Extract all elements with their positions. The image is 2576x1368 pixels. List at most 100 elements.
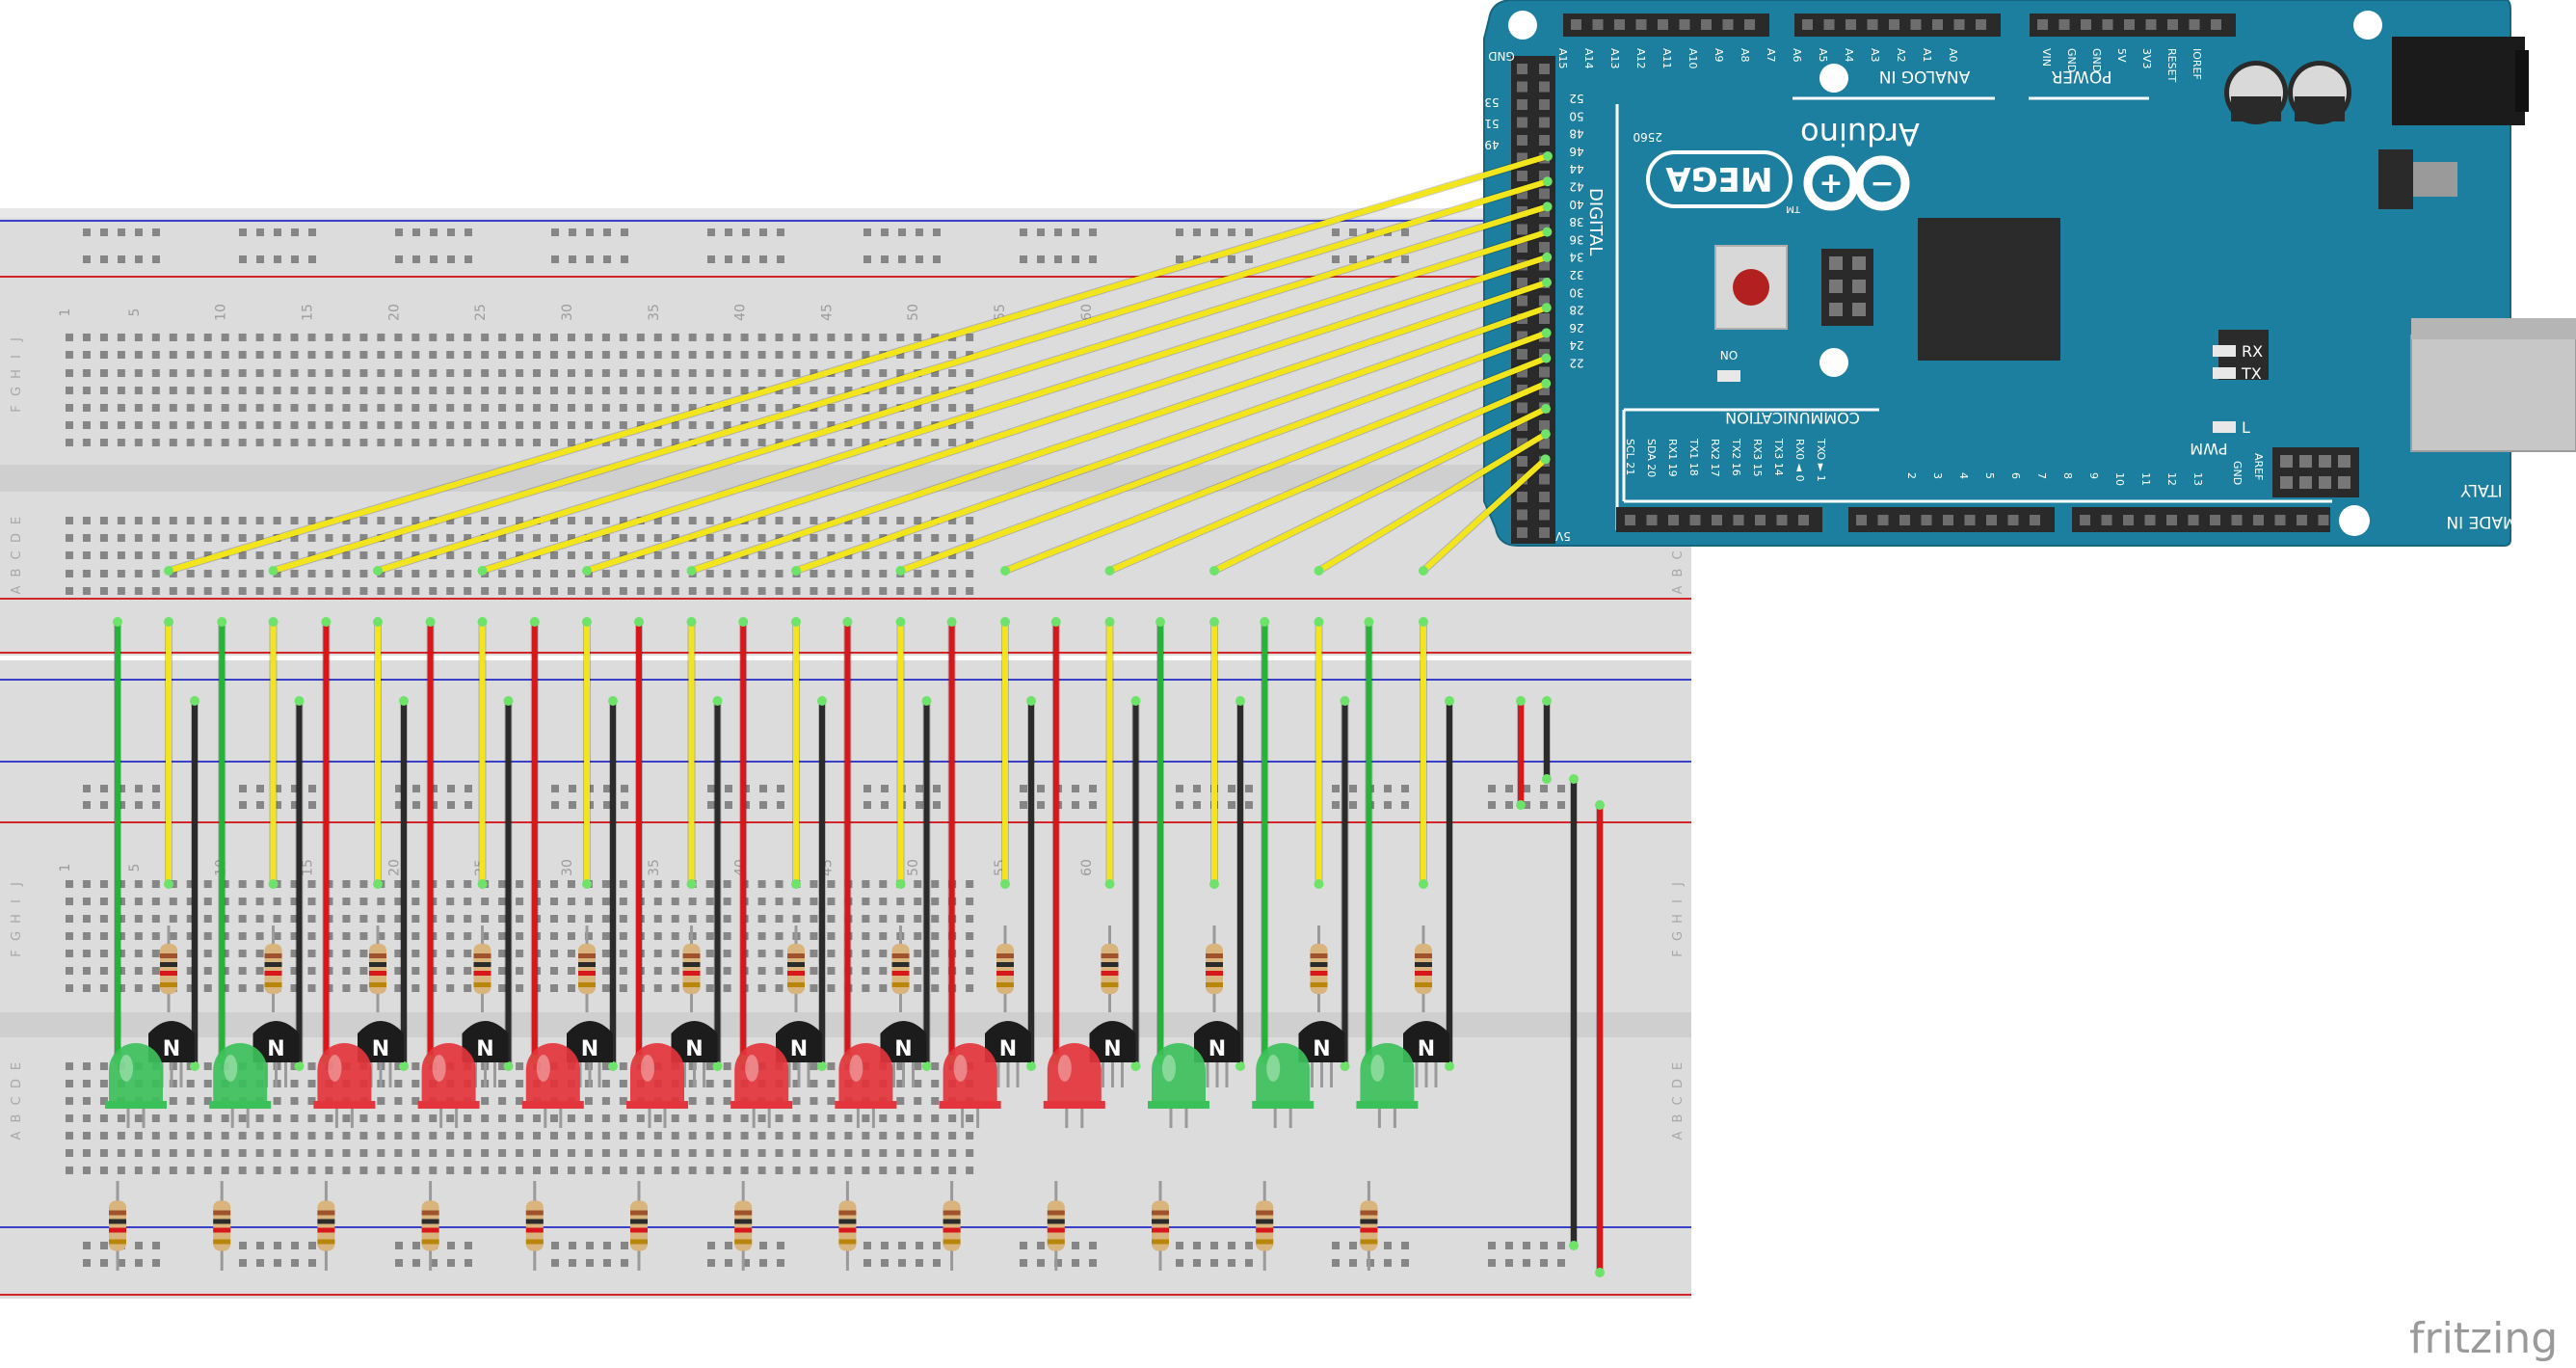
breadboard-hole bbox=[186, 950, 195, 957]
breadboard-hole bbox=[601, 932, 610, 940]
breadboard-hole bbox=[134, 587, 143, 595]
breadboard-hole bbox=[619, 915, 627, 923]
breadboard-hole bbox=[221, 984, 229, 992]
breadboard-hole bbox=[671, 915, 679, 923]
breadboard-hole bbox=[464, 1114, 472, 1122]
digital-pin-label: 38 bbox=[1569, 215, 1583, 228]
breadboard-hole bbox=[827, 404, 836, 412]
rail-hole bbox=[239, 801, 247, 809]
wire-end bbox=[294, 1061, 305, 1071]
rail-hole bbox=[933, 1242, 941, 1249]
breadboard-hole bbox=[705, 915, 714, 923]
breadboard-hole bbox=[255, 421, 264, 429]
wire-end bbox=[1209, 617, 1219, 627]
rail-hole bbox=[1245, 1259, 1253, 1267]
breadboard-hole bbox=[134, 880, 143, 888]
digital-pin-label: 26 bbox=[1569, 321, 1583, 335]
breadboard-hole bbox=[601, 369, 610, 377]
wire-end bbox=[817, 696, 827, 706]
header-pin bbox=[1910, 19, 1922, 30]
row-letter: B bbox=[1671, 569, 1686, 577]
signal-wire bbox=[897, 330, 1550, 574]
header-pin bbox=[1846, 19, 1856, 30]
rail-hole bbox=[1089, 801, 1097, 809]
breadboard-hole bbox=[255, 387, 264, 394]
wire-end bbox=[373, 617, 383, 627]
wire-end bbox=[399, 696, 409, 706]
breadboard-hole bbox=[99, 950, 108, 957]
breadboard-hole bbox=[723, 1097, 731, 1105]
breadboard-hole bbox=[117, 1114, 125, 1122]
breadboard-hole bbox=[601, 387, 610, 394]
rail-hole bbox=[447, 785, 455, 792]
breadboard-hole bbox=[99, 932, 108, 940]
breadboard-hole bbox=[99, 387, 108, 394]
breadboard-hole bbox=[203, 1149, 212, 1157]
rail-hole bbox=[586, 255, 594, 263]
rail-hole bbox=[256, 255, 264, 263]
header-pin bbox=[1517, 349, 1527, 360]
breadboard-hole bbox=[705, 984, 714, 992]
rail-hole bbox=[118, 255, 125, 263]
row-letter: D bbox=[1671, 1079, 1686, 1088]
header-pin bbox=[1877, 515, 1889, 525]
breadboard-hole bbox=[377, 369, 385, 377]
rail-hole bbox=[1072, 228, 1079, 236]
header-pin bbox=[1517, 402, 1527, 414]
wire-end bbox=[921, 696, 932, 706]
breadboard-hole bbox=[896, 1080, 905, 1087]
header-pin bbox=[1722, 19, 1734, 30]
arduino-mega-board: MEGA 2560 + − Arduino TM bbox=[1483, 0, 2576, 547]
breadboard-hole bbox=[914, 351, 922, 359]
breadboard-hole bbox=[481, 351, 490, 359]
breadboard-hole bbox=[688, 915, 697, 923]
digital-pin-label: 50 bbox=[1569, 109, 1583, 122]
mega-label: MEGA bbox=[1665, 159, 1773, 198]
rail-hole bbox=[1245, 801, 1253, 809]
breadboard-hole bbox=[325, 1132, 333, 1140]
wire-end bbox=[712, 696, 723, 706]
breadboard-hole bbox=[342, 1132, 351, 1140]
breadboard-hole bbox=[307, 967, 316, 975]
breadboard-hole bbox=[359, 898, 368, 905]
rail-hole bbox=[83, 1242, 91, 1249]
breadboard-hole bbox=[862, 932, 870, 940]
rail-hole bbox=[1228, 255, 1235, 263]
breadboard-hole bbox=[429, 587, 438, 595]
wire-end bbox=[842, 617, 853, 627]
rail-hole bbox=[1089, 785, 1097, 792]
header-pin bbox=[1625, 515, 1635, 525]
breadboard-hole bbox=[966, 517, 974, 524]
breadboard-hole bbox=[446, 898, 455, 905]
breadboard-hole bbox=[412, 334, 420, 341]
breadboard-hole bbox=[862, 534, 870, 542]
breadboard-hole bbox=[533, 534, 542, 542]
rail-hole bbox=[881, 1242, 889, 1249]
digital-pin-label: 48 bbox=[1569, 127, 1583, 141]
breadboard-hole bbox=[273, 404, 281, 412]
pwm-pin-label: 12 bbox=[2165, 472, 2178, 486]
breadboard-hole bbox=[359, 534, 368, 542]
rail-hole bbox=[1540, 1242, 1548, 1249]
led-resistor-icon bbox=[1152, 1181, 1169, 1271]
breadboard-hole bbox=[238, 950, 247, 957]
analog-pin-label: A12 bbox=[1634, 48, 1647, 69]
reset-button[interactable] bbox=[1714, 245, 1788, 330]
red-led-icon bbox=[521, 1043, 584, 1128]
breadboard-hole bbox=[810, 587, 818, 595]
breadboard-hole bbox=[412, 967, 420, 975]
breadboard-hole bbox=[186, 570, 195, 577]
wire-end bbox=[1104, 879, 1115, 889]
breadboard-hole bbox=[307, 1080, 316, 1087]
rail-hole bbox=[777, 785, 784, 792]
breadboard-hole bbox=[775, 967, 783, 975]
digital-pin-label: 24 bbox=[1569, 338, 1583, 352]
breadboard-hole bbox=[464, 1167, 472, 1174]
column-number: 5 bbox=[127, 308, 143, 317]
rail-hole bbox=[1367, 1259, 1374, 1267]
rail-hole bbox=[1176, 255, 1183, 263]
breadboard-hole bbox=[740, 1167, 749, 1174]
breadboard-hole bbox=[584, 1132, 593, 1140]
breadboard-hole bbox=[307, 534, 316, 542]
header-pin bbox=[1517, 331, 1527, 342]
